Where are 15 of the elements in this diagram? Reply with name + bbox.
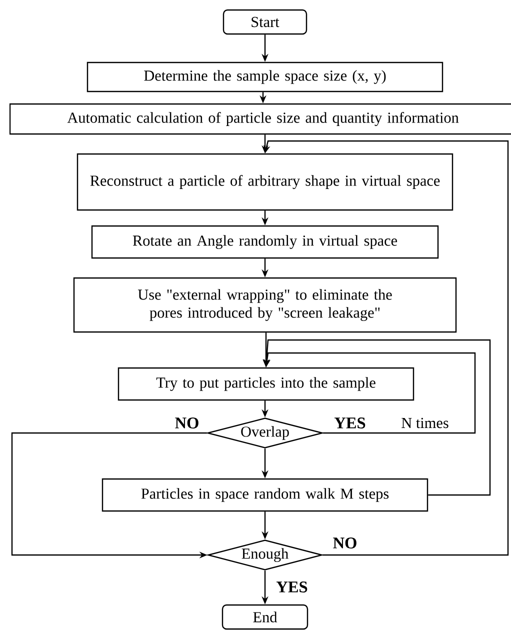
process-box: Particles in space random walk M steps bbox=[102, 478, 428, 512]
process-box: Rotate an Angle randomly in virtual space bbox=[91, 225, 439, 259]
edge-label: NO bbox=[331, 536, 359, 550]
edge-label: YES bbox=[332, 416, 368, 430]
process-box: Use "external wrapping" to eliminate the pores introduced by "screen leakage" bbox=[73, 277, 457, 333]
edge-label: YES bbox=[274, 580, 310, 594]
process-box: Reconstruct a particle of arbitrary shape in virtual space bbox=[76, 153, 454, 211]
process-box: Determine the sample space size (x, y) bbox=[86, 62, 444, 92]
process-box: Automatic calculation of particle size and quantity information bbox=[9, 103, 511, 135]
process-box: Try to put particles into the sample bbox=[118, 367, 414, 401]
annotation-text: N times bbox=[402, 418, 448, 428]
terminal-box: End bbox=[222, 604, 308, 630]
edge-label: NO bbox=[173, 416, 201, 430]
arrow bbox=[264, 140, 509, 556]
terminal-box: Start bbox=[222, 9, 308, 35]
